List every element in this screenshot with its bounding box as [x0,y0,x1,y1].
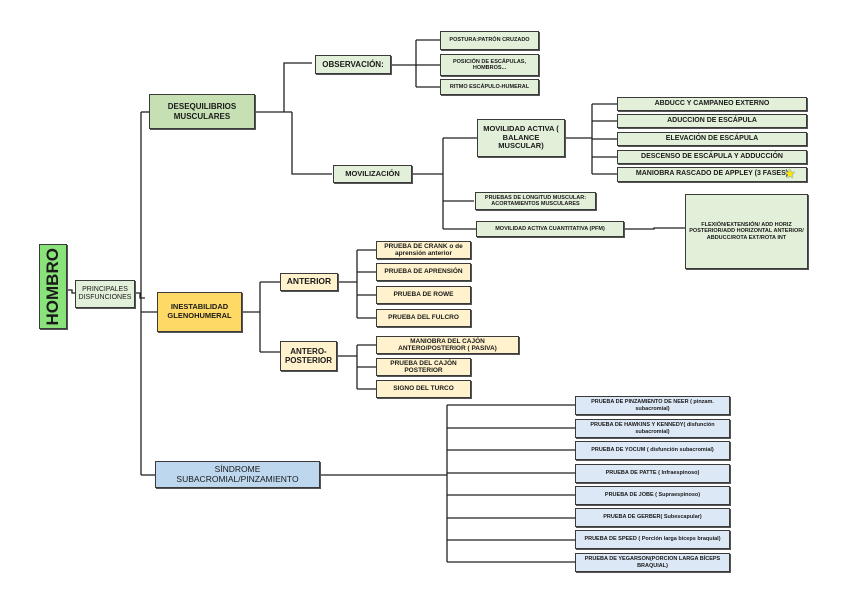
anterior-item[interactable]: PRUEBA DE APRENSIÓN [376,263,471,281]
anterior-node[interactable]: ANTERIOR [280,273,338,291]
observacion-item[interactable]: RITMO ESCÁPULO-HUMERAL [440,79,539,95]
sindrome-item[interactable]: PRUEBA DE PINZAMIENTO DE NEER ( pinzam. … [575,396,730,415]
inestabilidad-glenohumeral-node[interactable]: INESTABILIDAD GLENOHUMERAL [157,292,242,332]
movilidad-activa-item[interactable]: MANIOBRA RASCADO DE APPLEY (3 FASES) [617,167,807,182]
principales-disfunciones-node[interactable]: PRINCIPALES DISFUNCIONES [75,280,135,308]
movilidad-activa-item[interactable]: ADUCCION DE ESCÁPULA [617,114,807,128]
pruebas-longitud-node[interactable]: PRUEBAS DE LONGITUD MUSCULAR: ACORTAMIEN… [475,192,596,210]
sindrome-item[interactable]: PRUEBA DE YEGARSON(PORCION LARGA BÍCEPS … [575,553,730,572]
sindrome-item[interactable]: PRUEBA DE YOCUM ( disfunción subacromial… [575,441,730,460]
sindrome-item[interactable]: PRUEBA DE GERBER( Subescapular) [575,508,730,527]
star-icon: ★ [784,166,796,181]
observacion-node[interactable]: OBSERVACIÓN: [315,55,391,74]
movilidad-activa-item[interactable]: DESCENSO DE ESCÁPULA Y ADDUCCIÓN [617,150,807,164]
movilidad-cuantitativa-detail[interactable]: FLEXIÓN/EXTENSIÓN/ ADD HORIZ POSTERIOR/A… [685,194,808,269]
connector [134,292,145,299]
connector [624,227,685,230]
sindrome-subacromial-node[interactable]: SÍNDROME SUBACROMIAL/PINZAMIENTO [155,461,320,488]
movilidad-cuantitativa-node[interactable]: MOVILIDAD ACTIVA CUANTITATIVA (PFM) [476,221,624,237]
antero-posterior-item[interactable]: SIGNO DEL TURCO [376,380,471,398]
movilidad-activa-node[interactable]: MOVILIDAD ACTIVA ( BALANCE MUSCULAR) [477,119,565,157]
root-node-hombro[interactable]: HOMBRO [39,244,67,329]
anterior-item[interactable]: PRUEBA DE CRANK o de aprensión anterior [376,241,471,259]
sindrome-item[interactable]: PRUEBA DE HAWKINS Y KENNEDY( disfunción … [575,419,730,438]
observacion-item[interactable]: POSICIÓN DE ESCÁPULAS, HOMBROS... [440,54,539,76]
connector [67,289,76,294]
connector [283,62,312,112]
sindrome-item[interactable]: PRUEBA DE PATTE ( Infraespinoso) [575,464,730,483]
observacion-item[interactable]: POSTURA:PATRÓN CRUZADO [440,31,539,50]
movilidad-activa-item[interactable]: ABDUCC Y CAMPANEO EXTERNO [617,97,807,111]
root-label: HOMBRO [43,247,63,326]
antero-posterior-node[interactable]: ANTERO-POSTERIOR [280,341,337,371]
desequilibrios-musculares-node[interactable]: DESEQUILIBRIOS MUSCULARES [149,94,255,129]
sindrome-item[interactable]: PRUEBA DE JOBE ( Supraespinoso) [575,486,730,505]
connector [291,112,332,175]
movilidad-activa-item[interactable]: ELEVACIÓN DE ESCÁPULA [617,132,807,146]
movilizacion-node[interactable]: MOVILIZACIÓN [333,165,412,183]
sindrome-item[interactable]: PRUEBA DE SPEED ( Porción larga bíceps b… [575,530,730,549]
anterior-item[interactable]: PRUEBA DE ROWE [376,286,471,304]
antero-posterior-item[interactable]: PRUEBA DEL CAJÓN POSTERIOR [376,358,471,376]
antero-posterior-item[interactable]: MANIOBRA DEL CAJÓN ANTERO/POSTERIOR ( PA… [376,336,519,354]
anterior-item[interactable]: PRUEBA DEL FULCRO [376,309,471,327]
